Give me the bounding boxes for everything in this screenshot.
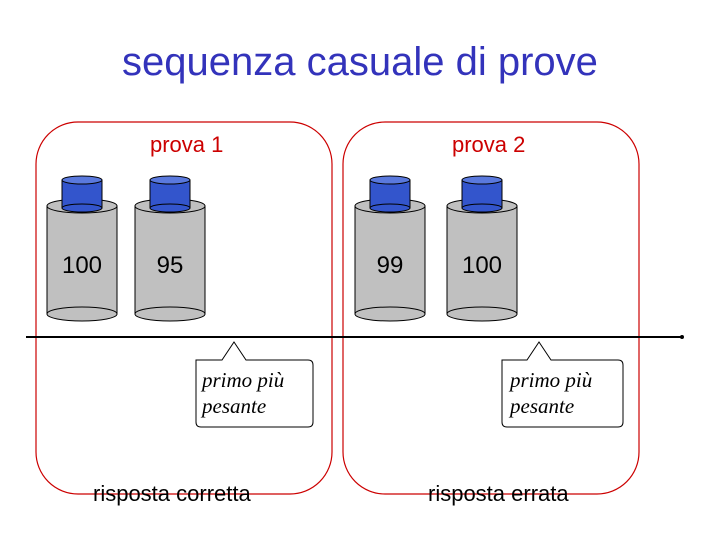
trial-2-box (342, 121, 640, 495)
result-1: risposta corretta (93, 481, 251, 506)
weight-cylinder-1 (46, 175, 118, 322)
weight-value-2: 95 (156, 252, 184, 279)
callout-2-line-1: primo più (510, 368, 593, 392)
timeline-end-dot (680, 335, 684, 339)
weight-value-3: 99 (376, 252, 404, 279)
callout-2-text: primo più pesante (510, 367, 592, 419)
trial-1-box (35, 121, 333, 495)
callout-2-line-2: pesante (510, 394, 575, 418)
result-2: risposta errata (428, 481, 569, 506)
callout-1-line-1: primo più (202, 368, 285, 392)
weight-cylinder-2 (134, 175, 206, 322)
page-title: sequenza casuale di prove (122, 40, 598, 84)
callout-1-text: primo più pesante (202, 367, 284, 419)
weight-value-1: 100 (61, 252, 103, 279)
callout-1 (195, 341, 314, 428)
trial-2-label: prova 2 (452, 132, 526, 157)
weight-cylinder-4 (446, 175, 518, 322)
weight-cylinder-3 (354, 175, 426, 322)
trial-1-label: prova 1 (150, 132, 224, 157)
callout-2 (501, 341, 624, 428)
weight-value-4: 100 (461, 252, 503, 279)
callout-1-line-2: pesante (202, 394, 267, 418)
